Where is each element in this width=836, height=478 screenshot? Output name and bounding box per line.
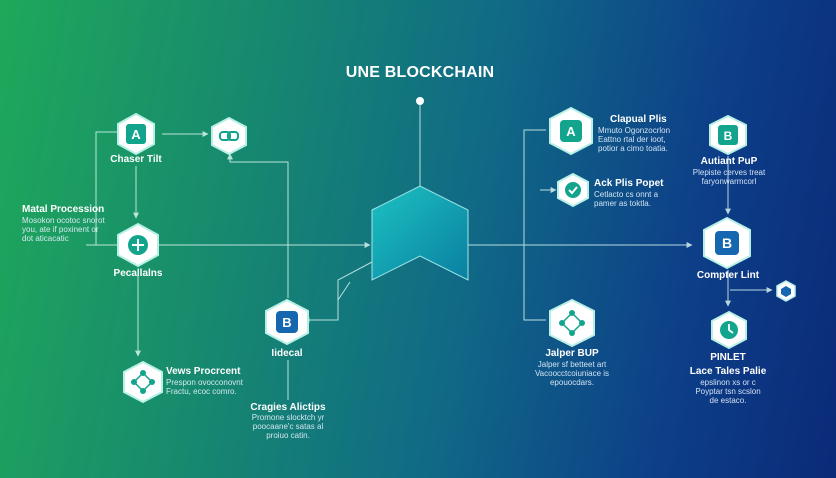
hub-diag bbox=[337, 281, 351, 301]
autiant-label: Autiant PuP bbox=[700, 156, 758, 167]
ideal-to-link bbox=[227, 153, 289, 298]
svg-text:B: B bbox=[282, 315, 291, 330]
network-icon bbox=[549, 298, 595, 348]
askplis-desc: Cetlacto cs onnt a pamer as toktla. bbox=[594, 190, 659, 208]
letter-b-icon: B bbox=[703, 216, 751, 270]
cragies-label: Cragies Alictips bbox=[250, 402, 326, 413]
clapual-label: Clapual Plis bbox=[610, 114, 667, 125]
jalper-node bbox=[548, 298, 596, 353]
jalper-desc: Jalper sf betteet art Vacoocctcoiuniace … bbox=[534, 360, 610, 387]
link-icon bbox=[211, 116, 247, 156]
hub-to-ideal bbox=[303, 261, 373, 323]
clapual-node: A bbox=[548, 106, 594, 161]
hub-top-dot bbox=[416, 97, 424, 105]
clapual-desc: Mmuto Ogonzocrlon Eattno rtal der ioot, … bbox=[598, 126, 671, 153]
right-bracket bbox=[523, 129, 546, 321]
pinlet-label: PINLET bbox=[710, 352, 746, 363]
letter-a-icon: A bbox=[549, 106, 593, 156]
svg-text:B: B bbox=[724, 129, 733, 143]
ideal-node: B bbox=[264, 298, 310, 351]
askplis-node bbox=[556, 172, 590, 213]
pinlet-node bbox=[710, 310, 748, 355]
views-desc: Prespon ovocconovnt Fractu, ecoc comro. bbox=[166, 378, 243, 396]
jalper-label: Jalper BUP bbox=[545, 348, 599, 359]
diagram-title: UNE BLOCKCHAIN bbox=[345, 64, 495, 81]
lace-label: Lace Tales Palie bbox=[689, 366, 767, 377]
link-node bbox=[210, 116, 248, 161]
chaser-node: A bbox=[116, 112, 156, 161]
letter-b-icon: B bbox=[709, 114, 747, 156]
ideal-label: Iidecal bbox=[271, 348, 303, 359]
lace-desc: epslinon xs or c Poyptar tsn scslon de e… bbox=[695, 378, 761, 405]
pecalla-node bbox=[116, 222, 160, 273]
check-icon bbox=[557, 172, 589, 208]
cragies-desc: Promone slocktch yr poocaane'c satas al … bbox=[251, 413, 325, 440]
svg-text:A: A bbox=[566, 124, 576, 139]
compter-label: Compter Lint bbox=[696, 270, 760, 281]
views-node bbox=[122, 360, 164, 409]
small-hexagon-icon bbox=[776, 280, 796, 302]
views-label: Vews Procrcent bbox=[166, 366, 241, 377]
network-icon bbox=[117, 222, 159, 268]
pecalla-label: Pecallalns bbox=[113, 268, 163, 279]
metal-desc: Mosokon ocotoc snorot you, ate if poxine… bbox=[22, 216, 105, 243]
central-hub-shape bbox=[371, 185, 469, 281]
autiant-node: B bbox=[708, 114, 748, 161]
svg-text:B: B bbox=[722, 235, 732, 251]
autiant-desc: Plepiste cerves treat faryonwarmcorl bbox=[692, 168, 766, 186]
chaser-label: Chaser Tilt bbox=[110, 154, 162, 165]
askplis-label: Ack Plis Popet bbox=[594, 178, 664, 189]
compter-node: B bbox=[702, 216, 752, 275]
metal-label: Matal Procession bbox=[22, 204, 105, 215]
network-icon bbox=[123, 360, 163, 404]
clock-icon bbox=[711, 310, 747, 350]
letter-b-icon: B bbox=[265, 298, 309, 346]
left-bracket bbox=[95, 131, 118, 245]
side-node bbox=[776, 280, 796, 307]
svg-text:A: A bbox=[131, 127, 141, 142]
letter-a-icon: A bbox=[117, 112, 155, 156]
